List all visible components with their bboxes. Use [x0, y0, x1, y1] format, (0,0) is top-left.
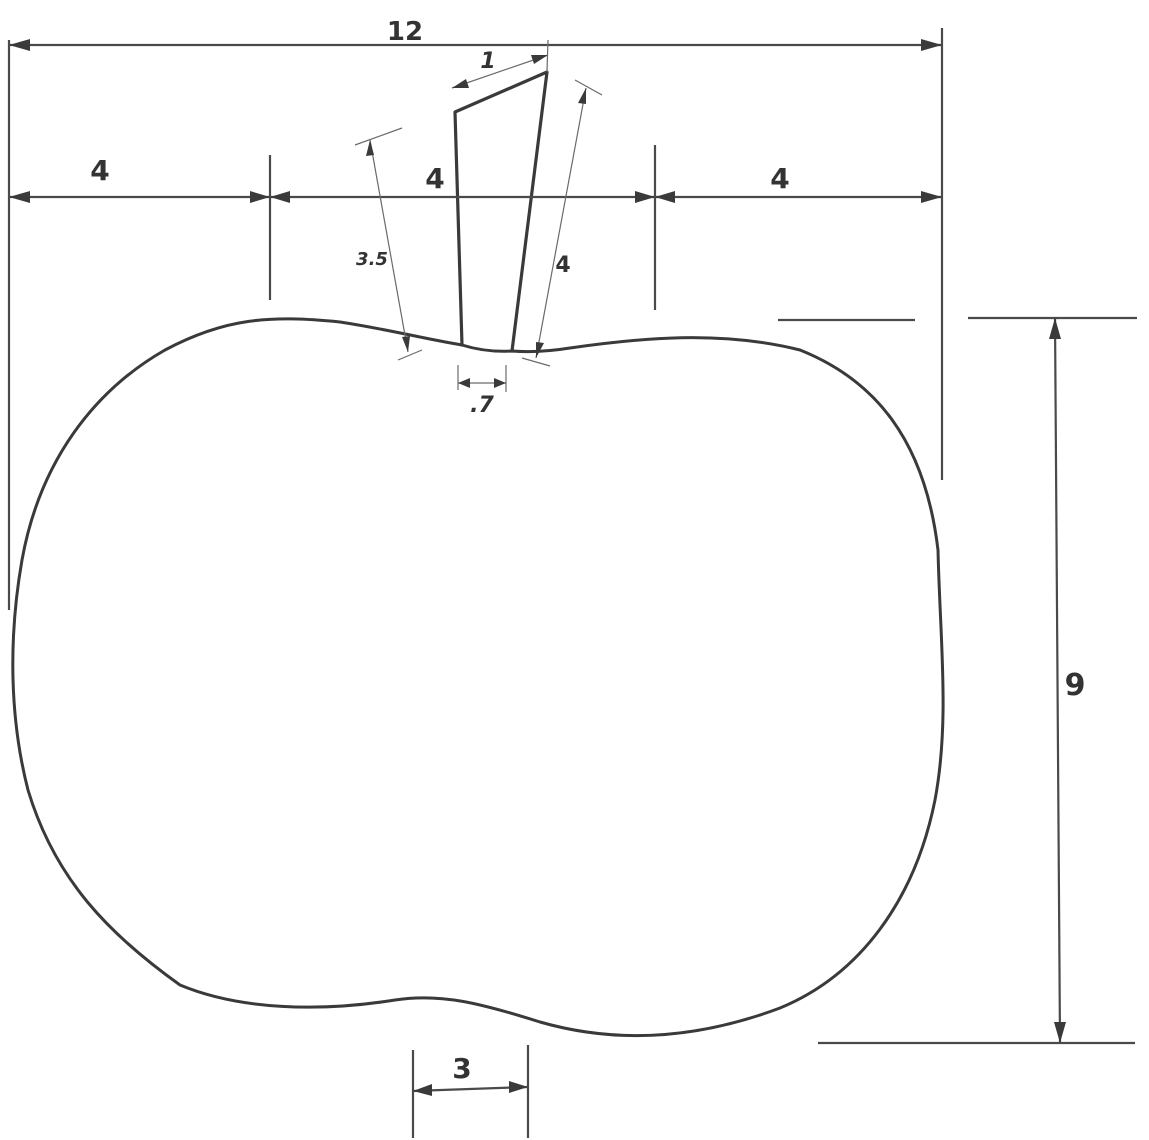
height-dimension: 9	[778, 316, 1137, 1045]
stem-right-length-label: 4	[555, 253, 570, 278]
segment-dimension: 4 4 4	[9, 145, 942, 310]
stem-left-length-label: 3.5	[356, 249, 388, 270]
stem-base-width-label: .7	[470, 393, 494, 418]
left-segment-label: 4	[90, 154, 109, 187]
stem-top-width-dimension: 1	[451, 39, 549, 89]
bottom-indent-dimension: 3	[411, 1045, 530, 1138]
height-label: 9	[1065, 668, 1086, 703]
stem-base-width-dimension: .7	[457, 365, 507, 418]
stem-top-width-label: 1	[480, 49, 495, 74]
bottom-indent-label: 3	[452, 1052, 471, 1085]
stem-left-length-dimension: 3.5	[354, 127, 423, 361]
center-segment-label: 4	[425, 162, 444, 195]
stem-right-length-dimension: 4	[521, 79, 603, 367]
apple-stem	[453, 70, 549, 353]
overall-width-label: 12	[387, 17, 423, 47]
right-segment-label: 4	[770, 162, 789, 195]
apple-outline	[11, 317, 945, 1038]
overall-width-dimension: 12	[7, 17, 944, 610]
